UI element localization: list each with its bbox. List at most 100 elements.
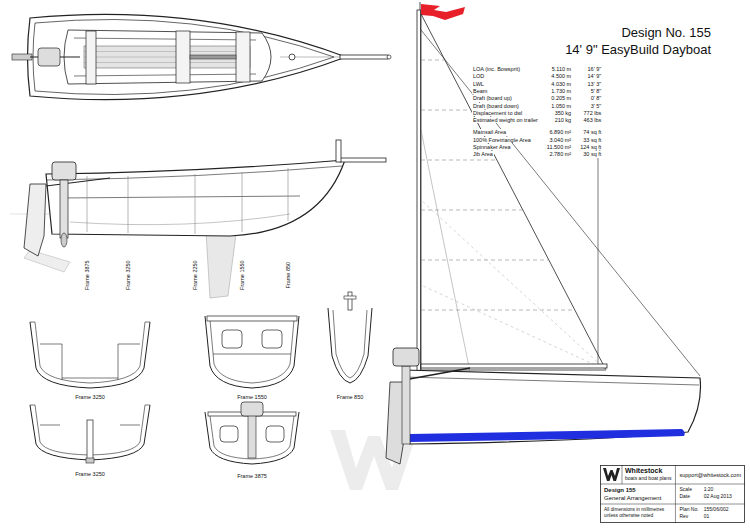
boom [421, 364, 607, 368]
cockpit-outline [64, 30, 271, 84]
thwart [207, 316, 297, 321]
keel [86, 458, 94, 463]
frame-label: Frame 3250 [125, 259, 131, 291]
outboard-leg [248, 414, 256, 458]
mast [417, 10, 421, 372]
centreboard-case [190, 55, 236, 59]
field-value: 1:20 [704, 487, 714, 493]
section-label: Frame 1550 [236, 394, 268, 400]
spec-value: 3.040 m² [548, 137, 572, 143]
drawing-note: All dimensions in millimetres unless oth… [604, 507, 670, 518]
spec-value: 11.500 m² [546, 144, 572, 150]
rub-rail [404, 377, 699, 385]
company-name: Whitestock [625, 467, 662, 475]
company-email: support@whitestock.com [679, 472, 741, 478]
frame-label: Frame 3875 [84, 259, 90, 291]
spec-name: Estimated weight on trailer [472, 117, 539, 123]
hull-profile [46, 160, 345, 236]
spec-value: 772 lbs [583, 110, 603, 116]
outboard-leg [60, 180, 68, 238]
hull-profile [403, 370, 701, 444]
seat-line [60, 196, 300, 198]
frame-lines [87, 168, 288, 234]
spec-name: Beam [472, 88, 488, 94]
centreboard-ghost [206, 232, 236, 298]
design-number: Design 155 [604, 487, 636, 494]
block-border [601, 466, 745, 523]
spec-name: Displacement to dwl [472, 110, 523, 116]
field-value: 02 Aug 2013 [704, 494, 732, 500]
spec-name: LOD [472, 73, 485, 79]
propeller [61, 233, 67, 247]
spec-value: 210 kg [554, 117, 573, 123]
field-name: Plan No. [679, 507, 698, 513]
section-inner [210, 320, 294, 383]
section-bench [213, 354, 291, 355]
centreboard-case [87, 420, 93, 460]
spec-value: 1.730 m [550, 88, 572, 94]
spec-name: Jib Area [472, 151, 494, 157]
samson-post [336, 140, 341, 162]
spec-name: Draft (board up) [472, 95, 513, 101]
section-label: Frame 3250 [74, 394, 106, 400]
thwart [236, 32, 250, 82]
pennant [421, 4, 465, 20]
field-name: Date [679, 494, 690, 500]
block-grid [600, 465, 745, 523]
floorboards [84, 46, 250, 68]
sheer-band [47, 166, 342, 180]
post [348, 292, 352, 310]
outboard-head [241, 402, 263, 416]
spec-value: 0' 8" [590, 95, 603, 101]
title-block: Whitestockboats and boat plans support@wh… [600, 465, 745, 523]
thwart [86, 31, 96, 84]
crossbar [344, 296, 356, 299]
section-outer [205, 412, 299, 464]
boot-top-stripe [410, 429, 685, 442]
rudder [24, 184, 46, 256]
field-value: 01 [704, 514, 710, 520]
sections [30, 292, 372, 464]
spec-value: 16' 9" [587, 66, 603, 72]
mainsail [421, 14, 606, 370]
spec-value: 124 sq ft [579, 144, 602, 150]
spec-name: 100% Foretriangle Area [472, 137, 532, 143]
frame-label: Frame 2250 [192, 259, 198, 291]
tiller [404, 368, 470, 380]
outboard-head [52, 162, 76, 180]
spec-name: Mainsail Area [472, 129, 507, 135]
spec-value: 13' 3" [587, 81, 603, 87]
section-outer [328, 308, 372, 383]
spec-value: 14' 9" [587, 73, 603, 79]
tank-hatch [220, 426, 238, 442]
mast-step [289, 54, 295, 60]
hull-outline [28, 14, 347, 99]
forestay [421, 30, 700, 376]
section-outer [30, 322, 150, 388]
rudder [386, 382, 404, 464]
plan-view [12, 14, 391, 99]
spec-value: 4.500 m [550, 73, 572, 79]
bowsprit [340, 158, 386, 162]
spec-value: 5' 8" [590, 88, 603, 94]
section-label: Frame 850 [336, 394, 365, 400]
spec-value: 6.890 m² [548, 129, 572, 135]
spec-value: 5.110 m [551, 66, 572, 72]
sail-plan [386, 2, 701, 464]
side-bench [74, 38, 256, 40]
stay [598, 150, 599, 366]
field-name: Scale [679, 487, 692, 493]
section-outer [30, 405, 150, 460]
company-tagline: boats and boat plans [625, 476, 671, 482]
sheet-title: General Arrangement [604, 495, 661, 502]
sail-seams [421, 200, 606, 370]
spec-name: Spinnaker Area [472, 144, 512, 150]
floor-line [70, 214, 290, 225]
spec-value: 350 kg [554, 110, 573, 116]
spec-value: 2.780 m² [548, 151, 572, 157]
field-name: Rev [679, 514, 688, 520]
bowsprit [340, 55, 388, 59]
tank-hatch [262, 330, 282, 348]
tank-hatch [222, 330, 242, 348]
